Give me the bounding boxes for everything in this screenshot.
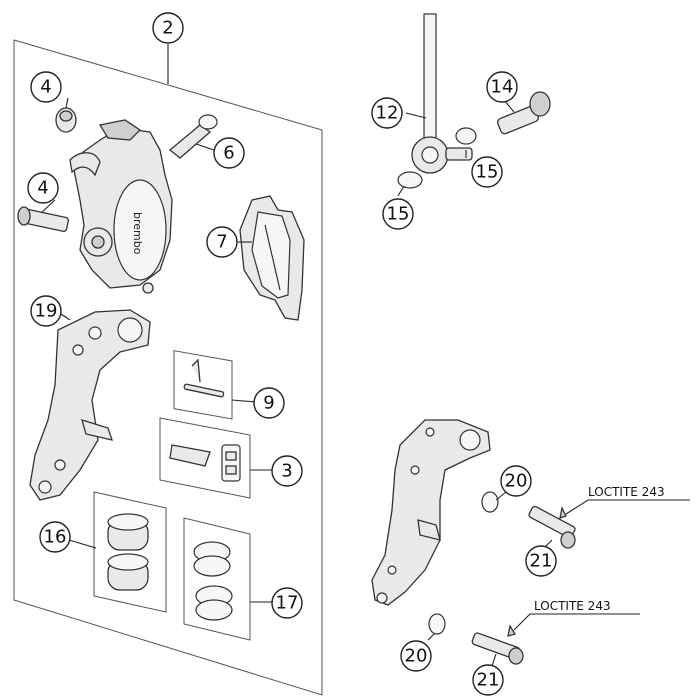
svg-text:2: 2 xyxy=(162,18,173,39)
svg-text:16: 16 xyxy=(44,527,67,548)
piston-kit-large xyxy=(93,491,167,613)
callout-14: 14 xyxy=(486,71,518,103)
bleeder-valve xyxy=(168,114,218,159)
bolt-lower xyxy=(471,624,524,665)
callout-16: 16 xyxy=(39,521,71,553)
callout-15-right: 15 xyxy=(471,156,503,188)
callout-2: 2 xyxy=(152,12,184,44)
svg-text:3: 3 xyxy=(281,461,292,482)
caliper-bracket xyxy=(29,309,151,501)
callout-4-bottom: 4 xyxy=(27,172,59,204)
banjo-bolt xyxy=(497,91,551,135)
brake-pads xyxy=(239,195,305,321)
svg-text:21: 21 xyxy=(477,670,500,691)
washer-upper xyxy=(481,491,499,513)
callout-6: 6 xyxy=(213,137,245,169)
callout-4-top: 4 xyxy=(30,71,62,103)
pin-kit-box xyxy=(173,350,233,420)
svg-text:20: 20 xyxy=(505,471,528,492)
svg-text:4: 4 xyxy=(37,178,48,199)
callout-19: 19 xyxy=(30,295,62,327)
callout-15-left: 15 xyxy=(382,198,414,230)
pin-bolt xyxy=(17,206,70,232)
bolt-upper xyxy=(528,505,576,549)
callout-21-lower: 21 xyxy=(472,664,504,696)
svg-text:15: 15 xyxy=(476,162,499,183)
seal-kit-box xyxy=(183,517,251,641)
callout-17: 17 xyxy=(271,587,303,619)
spring-kit-box xyxy=(159,417,251,499)
svg-text:14: 14 xyxy=(491,77,514,98)
svg-text:15: 15 xyxy=(387,204,410,225)
bleeder-cap xyxy=(55,107,77,133)
callout-20-upper: 20 xyxy=(500,465,532,497)
callout-9: 9 xyxy=(253,387,285,419)
svg-text:21: 21 xyxy=(530,551,553,572)
svg-text:4: 4 xyxy=(40,77,51,98)
callout-20-lower: 20 xyxy=(400,640,432,672)
svg-text:20: 20 xyxy=(405,646,428,667)
loctite-note-lower: LOCTITE 243 xyxy=(534,599,611,613)
caliper-brand-label: brembo xyxy=(131,212,144,255)
svg-text:7: 7 xyxy=(216,232,227,253)
brake-line-assembly xyxy=(397,13,477,189)
callout-12: 12 xyxy=(371,97,403,129)
svg-text:9: 9 xyxy=(263,393,274,414)
caliper-bracket-right xyxy=(371,419,491,606)
washer-lower xyxy=(428,613,446,635)
svg-text:6: 6 xyxy=(223,143,234,164)
svg-text:17: 17 xyxy=(276,593,299,614)
leader-lines xyxy=(41,44,690,667)
brake-caliper xyxy=(69,119,173,294)
svg-text:19: 19 xyxy=(35,301,58,322)
svg-text:12: 12 xyxy=(376,103,399,124)
callout-3: 3 xyxy=(271,455,303,487)
callout-7: 7 xyxy=(206,226,238,258)
loctite-note-upper: LOCTITE 243 xyxy=(588,485,665,499)
callout-21-upper: 21 xyxy=(525,545,557,577)
